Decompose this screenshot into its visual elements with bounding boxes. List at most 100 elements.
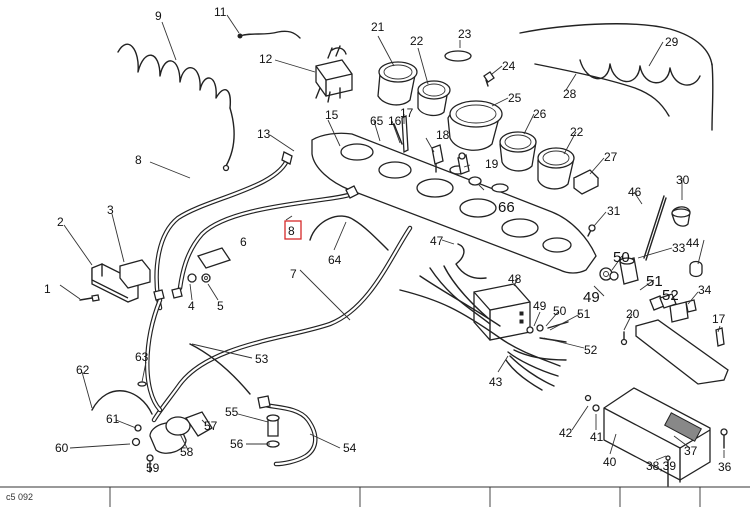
callout-38-39: 38,39 <box>646 459 676 473</box>
callout-5: 5 <box>217 299 224 313</box>
callout-62: 62 <box>76 363 90 377</box>
lens-23 <box>444 50 472 62</box>
callout-19: 19 <box>485 157 499 171</box>
cable-7 <box>151 225 413 423</box>
callout-54: 54 <box>343 441 357 455</box>
callout-16: 16 <box>388 114 402 128</box>
control-box-40 <box>603 387 711 483</box>
wire-62 <box>91 390 153 415</box>
footer-strip: c5 092 <box>0 486 750 507</box>
callout-65: 65 <box>370 114 384 128</box>
wire-47 <box>455 243 487 280</box>
coil-wire-29 <box>519 23 714 131</box>
callout-49-upper: 49 <box>583 289 600 306</box>
callout-18: 18 <box>436 128 450 142</box>
callout-47: 47 <box>430 234 444 248</box>
relay-box-48 <box>473 283 531 341</box>
callout-34: 34 <box>698 283 712 297</box>
grommet-44 <box>689 260 703 278</box>
callout-64: 64 <box>328 253 342 267</box>
bracket-2 <box>91 263 139 303</box>
screw-20-right <box>620 331 628 346</box>
callout-9: 8 <box>135 153 142 167</box>
rod-38-39 <box>665 455 671 487</box>
cable-54 <box>257 395 318 467</box>
cable-14 <box>177 185 359 291</box>
callout-41: 41 <box>590 430 604 444</box>
screw-31 <box>587 224 596 237</box>
connector-9-end <box>153 287 183 301</box>
callout-labels: 1 2 3 4 5 6 7 8 8 9 11 12 13 15 65 16 17… <box>44 5 732 475</box>
callout-63: 63 <box>135 350 149 364</box>
rod-46 <box>643 195 667 261</box>
gauge-25 <box>447 100 503 151</box>
callout-53: 53 <box>255 352 269 366</box>
callout-58: 58 <box>180 445 194 459</box>
callout-60: 60 <box>55 441 69 455</box>
cable-53 <box>145 297 251 413</box>
callout-20: 20 <box>626 307 640 321</box>
callout-46: 46 <box>628 185 642 199</box>
callout-2: 2 <box>57 215 64 229</box>
callout-37: 37 <box>684 444 698 458</box>
callout-13: 12 <box>259 52 273 66</box>
callout-51-upper: 51 <box>646 273 663 290</box>
callout-48: 48 <box>508 272 522 286</box>
screws-41-42 <box>584 394 600 412</box>
bracket-45 <box>635 319 729 385</box>
gauge-26 <box>499 131 537 172</box>
bulb-30 <box>671 206 691 227</box>
screw-17-right <box>715 327 725 347</box>
sensor-33 <box>619 257 639 285</box>
callout-36: 36 <box>718 460 732 474</box>
washer-63 <box>137 381 147 387</box>
washer-5 <box>201 273 211 283</box>
callout-51: 51 <box>577 307 591 321</box>
callout-7: 7 <box>290 267 297 281</box>
callout-43: 43 <box>489 375 503 389</box>
callout-30: 30 <box>676 173 690 187</box>
screw-16 <box>393 123 403 145</box>
gauge-22-left <box>417 80 451 117</box>
washer-60 <box>131 437 141 447</box>
callout-6: 6 <box>240 235 247 249</box>
indicator-17 <box>401 114 409 154</box>
washer-50-upper <box>609 271 619 281</box>
nut-4 <box>187 273 197 283</box>
coil-wire-11 <box>117 43 235 172</box>
cable-9 <box>154 151 293 311</box>
highlight-box-8 <box>284 220 302 240</box>
sender-58 <box>149 411 213 454</box>
callout-44: 44 <box>686 236 700 250</box>
callout-61: 61 <box>106 412 120 426</box>
callout-12: 11 <box>214 5 227 19</box>
screw-1 <box>79 294 100 302</box>
switch-19 <box>457 152 470 175</box>
gauge-21 <box>377 61 418 106</box>
wire-64 <box>309 215 389 251</box>
callout-17: 17 <box>400 106 414 120</box>
callout-57: 57 <box>204 419 218 433</box>
callout-22-left: 22 <box>410 34 424 48</box>
callout-21: 21 <box>371 20 385 34</box>
callout-28: 28 <box>563 87 577 101</box>
callout-26: 26 <box>533 107 547 121</box>
ignition-switch-13 <box>315 45 353 103</box>
knob-20 <box>468 176 482 186</box>
callout-17-right: 17 <box>712 312 726 326</box>
callout-11: 9 <box>155 9 162 23</box>
callout-14: 13 <box>257 127 271 141</box>
callout-50: 50 <box>553 304 567 318</box>
callout-15: 15 <box>325 108 339 122</box>
callout-1: 1 <box>44 282 51 296</box>
callout-22-right: 22 <box>570 125 584 139</box>
leader-lines <box>59 14 725 464</box>
callout-29: 29 <box>665 35 679 49</box>
callout-52: 52 <box>584 343 598 357</box>
callout-59: 59 <box>146 461 160 475</box>
gauge-22-right <box>537 147 575 190</box>
callout-50-upper: 50 <box>613 249 630 266</box>
callout-66: 66 <box>498 199 515 216</box>
callout-24: 24 <box>502 59 516 73</box>
